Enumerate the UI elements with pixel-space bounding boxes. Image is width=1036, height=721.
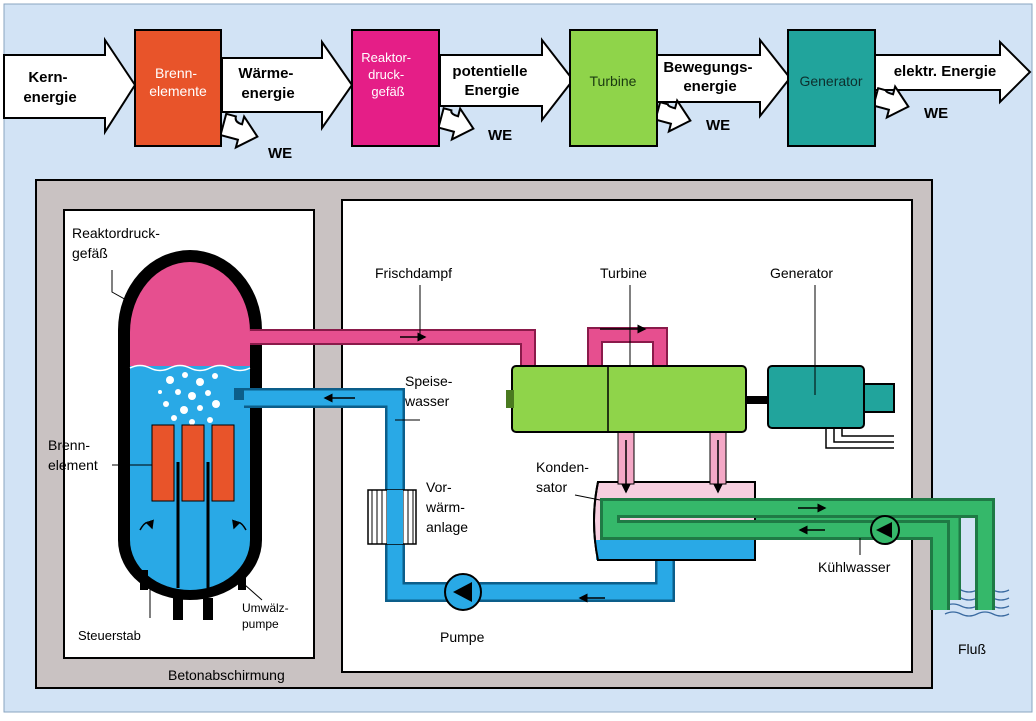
label-brennelement: Brenn- element <box>48 437 98 473</box>
box-generator-label: Generator <box>799 73 862 89</box>
turbine-shaft-left <box>506 390 514 408</box>
pumpe-symbol <box>453 582 472 602</box>
steam-bubbles <box>158 372 220 425</box>
label-we-4: WE <box>924 105 948 122</box>
pump-stubs <box>140 570 246 620</box>
arrow-potentielle-energie <box>439 37 575 123</box>
kuehlwasser-loop <box>603 501 992 610</box>
label-potentielle-energie: potentielle Energie <box>452 63 531 99</box>
plant: Reaktordruck- gefäß Brenn- element Steue… <box>35 179 1010 689</box>
brennelement-3 <box>211 424 235 502</box>
pipe-flow-arrows <box>323 324 827 603</box>
generator-body <box>767 365 865 429</box>
label-bewegungsenergie: Bewegungs- energie <box>663 59 756 95</box>
box-brennelemente <box>134 29 222 147</box>
label-elektr-energie: elektr. Energie <box>894 63 997 80</box>
box-generator <box>787 29 876 147</box>
box-turbine-label: Turbine <box>590 73 637 89</box>
box-reaktor-label: Reaktor- druck- gefäß <box>361 50 414 99</box>
label-waermeenergie: Wärme- energie <box>238 65 297 102</box>
flow-arrows-core <box>139 519 247 531</box>
box-brennelemente-label: Brenn- elemente <box>149 65 207 99</box>
label-turbine: Turbine <box>600 265 647 281</box>
label-we-2: WE <box>488 127 512 144</box>
turbine-crossover <box>589 329 666 370</box>
label-umwaelzpumpe: Umwälz- pumpe <box>242 601 292 631</box>
shaft <box>746 396 768 404</box>
label-vorwaermanlage: Vor- wärm- anlage <box>425 479 469 535</box>
turbine-body <box>511 365 747 433</box>
energy-flow: Brenn- elemente Reaktor- druck- gefäß Tu… <box>3 29 1032 162</box>
label-kernenergie: Kern- energie <box>23 69 76 106</box>
vorwaermanlage-pipe <box>387 490 403 544</box>
steuerstaebe <box>176 462 210 588</box>
label-pumpe: Pumpe <box>440 629 485 645</box>
reactor-vessel-steam <box>130 262 250 366</box>
kondensator-water <box>596 540 755 560</box>
frischdampf-pipe <box>250 331 534 370</box>
label-fluss: Fluß <box>958 641 986 657</box>
label-reaktordruckgefaess: Reaktordruck- gefäß <box>72 225 164 261</box>
label-frischdampf: Frischdampf <box>375 265 452 281</box>
label-we-3: WE <box>706 117 730 134</box>
label-speisewasser: Speise- wasser <box>404 373 456 409</box>
label-betonabschirmung: Betonabschirmung <box>168 667 285 683</box>
brennelement-2 <box>181 424 205 502</box>
arrow-kernenergie <box>3 36 137 136</box>
label-we-1: WE <box>268 145 292 162</box>
label-steuerstab: Steuerstab <box>78 628 141 643</box>
leader-lines <box>111 270 861 618</box>
we-arrow-4 <box>872 84 910 120</box>
we-arrow-3 <box>654 98 692 134</box>
label-kuehlwasser: Kühlwasser <box>818 559 891 575</box>
water-surface <box>129 364 251 372</box>
box-reaktordruckgefaess <box>351 29 440 147</box>
arrow-bewegungsenergie <box>656 37 792 119</box>
label-kondensator: Konden- sator <box>536 459 593 495</box>
we-arrow-1 <box>219 112 259 150</box>
box-turbine <box>569 29 658 147</box>
generator-end <box>863 383 895 413</box>
brennelement-1 <box>151 424 175 502</box>
label-generator: Generator <box>770 265 833 281</box>
generator-cables <box>825 428 894 449</box>
kuehlwasser-pumpe-symbol <box>876 522 892 538</box>
we-arrow-2 <box>437 106 475 142</box>
arrow-waermeenergie <box>221 38 354 132</box>
